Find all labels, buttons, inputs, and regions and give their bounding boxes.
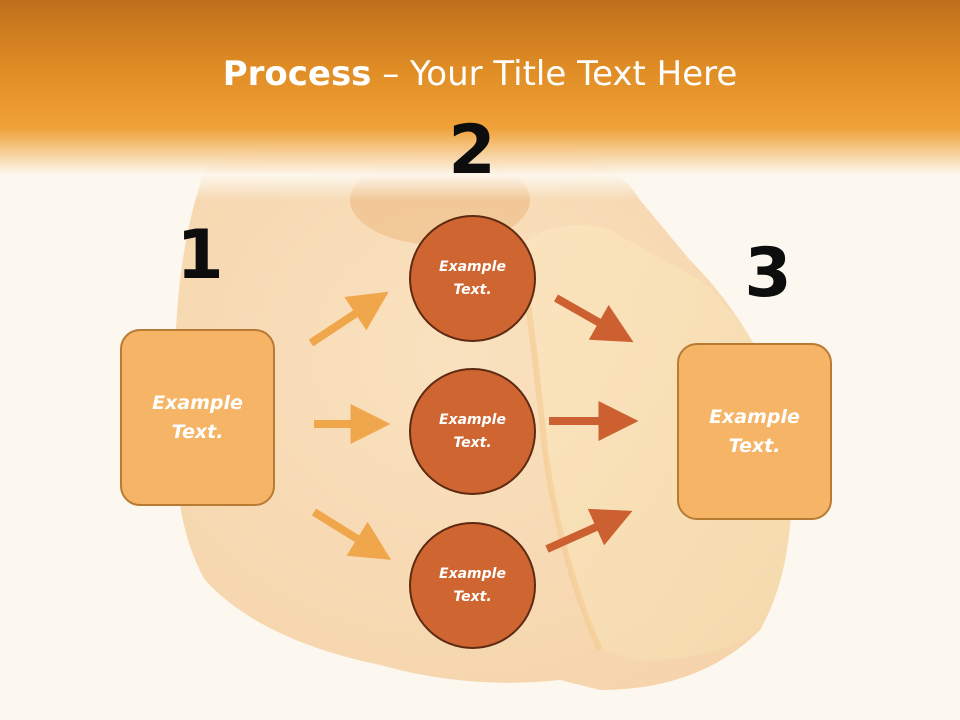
step-3-text-line2: Text. bbox=[728, 434, 781, 457]
step-3-box: Example Text. bbox=[677, 343, 832, 520]
step-1-box: Example Text. bbox=[120, 329, 275, 506]
slide-title: Process – Your Title Text Here bbox=[0, 48, 960, 100]
step-2-circle-middle: Example Text. bbox=[409, 368, 536, 495]
arrow-left-up bbox=[308, 291, 389, 347]
title-strong: Process bbox=[222, 54, 372, 94]
arrow-right-down bbox=[554, 294, 634, 343]
step-2-circle-top: Example Text. bbox=[409, 215, 536, 342]
circle-bottom-line1: Example bbox=[439, 565, 506, 582]
circle-middle-line2: Text. bbox=[453, 434, 492, 451]
circle-middle-line1: Example bbox=[439, 411, 506, 428]
arrow-right-up bbox=[545, 508, 633, 553]
step-1-text-line1: Example bbox=[152, 391, 243, 414]
circle-top-line2: Text. bbox=[453, 281, 492, 298]
title-rest: – Your Title Text Here bbox=[371, 54, 738, 94]
circle-bottom-line2: Text. bbox=[453, 588, 492, 605]
circle-top-line1: Example bbox=[439, 258, 506, 275]
step-1-text-line2: Text. bbox=[171, 420, 224, 443]
step-2-circle-bottom: Example Text. bbox=[409, 522, 536, 649]
step-number-1: 1 bbox=[176, 216, 224, 295]
step-number-2: 2 bbox=[448, 111, 496, 190]
arrow-left-down bbox=[311, 508, 392, 560]
header-band bbox=[0, 0, 960, 200]
step-3-text-line1: Example bbox=[709, 405, 800, 428]
step-number-3: 3 bbox=[744, 234, 792, 313]
